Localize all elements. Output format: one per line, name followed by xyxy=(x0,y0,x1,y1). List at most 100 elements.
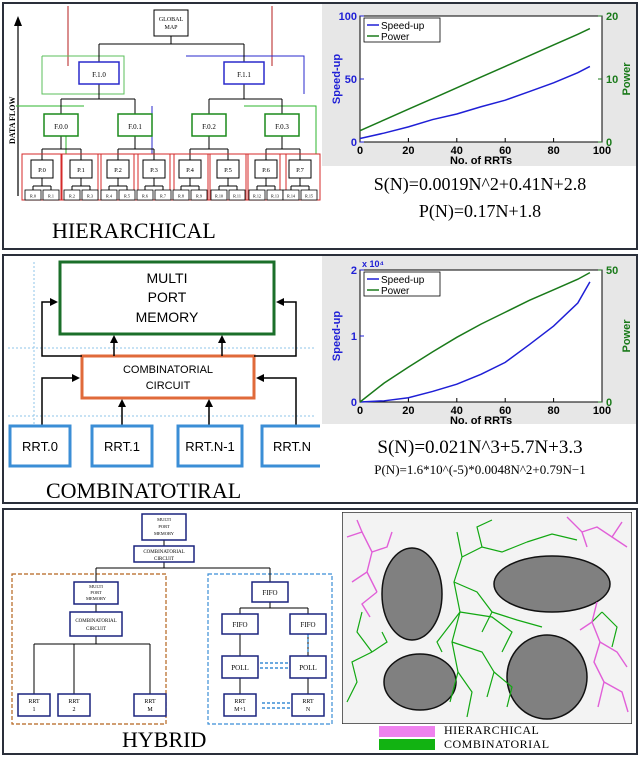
leaf-node-15 xyxy=(300,189,318,201)
chart1-xtick-label-3: 60 xyxy=(499,145,511,157)
hybrid-top-circuit-line-2: CIRCUIT xyxy=(154,557,174,562)
rrt-1-label: RRT.1 xyxy=(104,439,140,454)
hybrid-rrt-2-box xyxy=(57,693,91,717)
chart2-ytick-left-label-1: 1 xyxy=(351,331,357,343)
combinatorial-diagram: MULTI PORT MEMORY COMBINATORIAL CIRCUIT xyxy=(8,260,320,468)
node-global-map-label: GLOBAL xyxy=(159,17,184,23)
node-global-map xyxy=(153,9,189,37)
hybrid-diagram: MULTI PORT MEMORY COMBINATORIAL CIRCUIT … xyxy=(11,513,333,725)
obstacle-2 xyxy=(493,555,611,613)
node-f03 xyxy=(264,113,300,137)
chart1-ytick-right-label-0: 0 xyxy=(606,137,612,149)
chart1-ytick-right-label-1: 10 xyxy=(606,74,618,86)
p-node-region-4 xyxy=(169,153,211,201)
hybrid-rrt-m1-line-2: M+1 xyxy=(234,707,246,713)
node-f11-label: F.1.1 xyxy=(237,71,251,79)
chart1-ytick-left-label-0: 0 xyxy=(351,137,357,149)
chart1-xlabel: No. of RRTs xyxy=(450,155,512,166)
chart2-ylabel-left: Speed-up xyxy=(331,311,343,361)
chart2-legend-label-0: Speed-up xyxy=(381,275,425,286)
leaf-node-label-10: R.10 xyxy=(215,194,223,199)
chart2-ytick-left-label-0: 0 xyxy=(351,397,357,409)
hybrid-rrt-1-box xyxy=(17,693,51,717)
p-node-region-6 xyxy=(245,153,287,201)
chart2-xtick-label-1: 20 xyxy=(402,405,414,417)
rrt-0-box xyxy=(8,424,72,468)
chart2-series-speed-up xyxy=(359,281,591,403)
circuit-line-1: COMBINATORIAL xyxy=(123,364,213,376)
leaf-node-label-2: R.2 xyxy=(69,194,75,199)
chart1-legend-box xyxy=(363,17,441,43)
chart2-legend-label-1: Power xyxy=(381,286,410,297)
p-node-region-2 xyxy=(97,153,139,201)
leaf-node-label-6: R.6 xyxy=(142,194,148,199)
hierarchical-tree-diagram: DATA FLOW xyxy=(8,6,321,201)
leaf-node-0 xyxy=(24,189,42,201)
node-f02-label: F.0.2 xyxy=(202,123,216,131)
combinatorial-speedup-equation: S(N)=0.021N^3+5.7N+3.3 xyxy=(377,437,583,458)
hybrid-left-circuit-line-1: COMBINATORIAL xyxy=(75,619,116,624)
hybrid-fifo-left-box xyxy=(221,613,259,635)
chart1-series-speed-up xyxy=(359,65,591,140)
leaf-node-label-14: R.14 xyxy=(287,194,296,199)
leaf-node-7 xyxy=(154,189,172,201)
rrt-0-label: RRT.0 xyxy=(22,439,58,454)
circuit-line-2: CIRCUIT xyxy=(146,380,191,392)
leaf-node-label-7: R.7 xyxy=(160,194,166,199)
hybrid-rrt-n-line-1: RRT xyxy=(302,699,314,705)
leaf-node-label-1: R.1 xyxy=(48,194,54,199)
hybrid-fifo-right-box xyxy=(289,613,327,635)
chart1-xtick-label-2: 40 xyxy=(451,145,463,157)
hybrid-top-memory-line-3: MEMORY xyxy=(154,531,175,536)
hybrid-rrt-n-box xyxy=(291,693,325,717)
memory-line-2: PORT xyxy=(148,289,187,305)
leaf-node-1 xyxy=(42,189,60,201)
chart2-xtick-label-2: 40 xyxy=(451,405,463,417)
legend-hierarchical-swatch xyxy=(379,726,435,737)
hierarchical-speedup-equation: S(N)=0.0019N^2+0.41N+2.8 xyxy=(373,174,587,194)
node-f10 xyxy=(78,61,120,85)
p-node-label-7: P.7 xyxy=(296,167,305,174)
rrt-n-label: RRT.N xyxy=(273,439,311,454)
chart1-xtick-label-0: 0 xyxy=(357,145,363,157)
chart2-y-multiplier: x 10⁴ xyxy=(362,259,384,269)
p-node-label-5: P.5 xyxy=(224,167,232,174)
chart1-ylabel-right: Power xyxy=(621,62,633,96)
hybrid-left-circuit-box xyxy=(69,611,123,637)
p-node-label-1: P.1 xyxy=(77,167,85,174)
chart1-ytick-left-label-1: 50 xyxy=(345,74,357,86)
chart1-legend-label-1: Power xyxy=(381,32,410,43)
leaf-node-4 xyxy=(100,189,118,201)
chart2-xtick-label-5: 100 xyxy=(593,405,611,417)
p-node-label-0: P.0 xyxy=(38,167,46,174)
rrt-n-box xyxy=(260,424,320,468)
multi-port-memory-box xyxy=(58,260,276,336)
leaf-node-label-3: R.3 xyxy=(87,194,93,199)
node-global-map-label-2: MAP xyxy=(164,25,178,31)
hybrid-top-circuit-box xyxy=(133,545,195,563)
hybrid-left-memory-line-2: PORT xyxy=(90,590,101,595)
rrt-1-box xyxy=(90,424,154,468)
hybrid-poll-right-box xyxy=(289,655,327,679)
chart1-legend-label-0: Speed-up xyxy=(381,21,425,32)
obstacle-4 xyxy=(506,634,588,720)
chart1-xtick-label-4: 80 xyxy=(547,145,559,157)
node-f00-label: F.0.0 xyxy=(54,123,68,131)
hybrid-rrt-m-line-2: M xyxy=(147,707,153,713)
memory-line-1: MULTI xyxy=(147,270,188,286)
node-f11 xyxy=(223,61,265,85)
p-node-region-0 xyxy=(21,153,63,201)
hybrid-left-memory-line-3: MEMORY xyxy=(86,596,107,601)
leaf-node-11 xyxy=(228,189,246,201)
chart1-series-power xyxy=(359,27,591,132)
hybrid-rrt-1-line-1: RRT xyxy=(28,699,40,705)
node-f10-label: F.1.0 xyxy=(92,71,106,79)
p-node-label-6: P.6 xyxy=(262,167,271,174)
leaf-node-10 xyxy=(210,189,228,201)
hybrid-fifo-top-box xyxy=(251,581,289,603)
node-f02 xyxy=(191,113,227,137)
